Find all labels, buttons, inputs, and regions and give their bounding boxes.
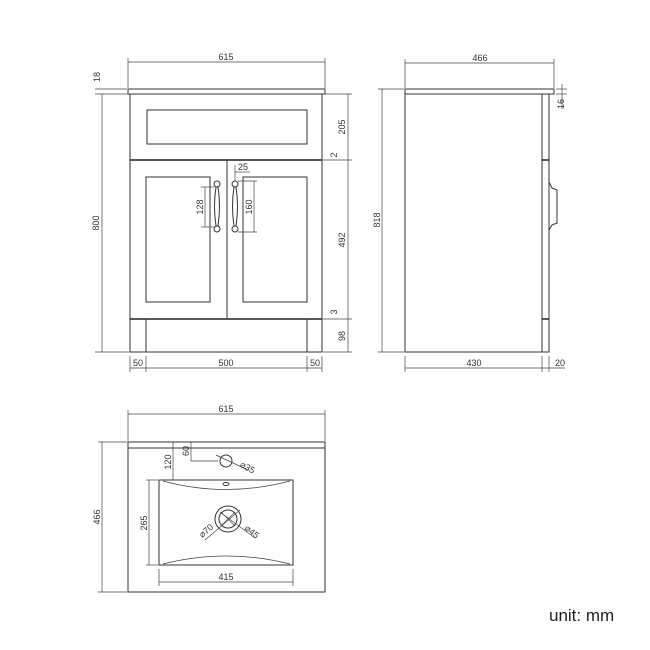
dim-side-body: 430 — [466, 358, 481, 368]
unit-label: unit: mm — [549, 606, 615, 625]
dim-plinth: 98 — [337, 331, 347, 341]
left-handle — [213, 180, 221, 233]
front-view: 615 18 800 205 2 492 3 98 25 128 160 50 … — [91, 52, 352, 372]
dim-tap-diameter: ⌀35 — [238, 459, 256, 475]
tap-hole — [219, 454, 233, 468]
overflow-hole — [222, 482, 230, 486]
drawing-line — [220, 511, 236, 527]
dim-side-depth: 466 — [472, 53, 487, 63]
dim-handle-left: 128 — [195, 199, 205, 214]
right-door-panel — [242, 176, 308, 303]
right-handle — [231, 180, 239, 233]
basin-top-outline — [127, 441, 326, 593]
dim-door: 492 — [337, 232, 347, 247]
dim-inset-right: 50 — [310, 358, 320, 368]
dim-tap-offset: 60 — [181, 446, 191, 456]
basin-bowl — [158, 479, 294, 566]
drawing-line — [219, 511, 256, 539]
drawing-line — [213, 180, 221, 188]
drawing-line — [214, 186, 220, 227]
dim-handle-right: 160 — [244, 199, 254, 214]
dim-front-width: 615 — [218, 52, 233, 62]
drawing-line — [215, 454, 249, 471]
front-cabinet-body — [129, 93, 323, 353]
drawer-panel — [146, 109, 308, 145]
dim-front-height: 800 — [91, 215, 101, 230]
dim-drawer: 205 — [337, 119, 347, 134]
dim-side-height: 818 — [372, 212, 382, 227]
dim-basin-width: 415 — [218, 572, 233, 582]
side-countertop — [404, 88, 555, 95]
dim-gap-upper: 2 — [329, 152, 339, 157]
dim-waste-outer: ⌀70 — [197, 522, 215, 540]
front-countertop — [127, 88, 326, 95]
side-cabinet-body — [404, 93, 543, 353]
drawing-line — [378, 59, 567, 372]
dim-basin-offset: 120 — [163, 454, 173, 469]
drawing-line — [231, 180, 239, 188]
drawing-line — [231, 225, 239, 233]
dim-inset-left: 50 — [133, 358, 143, 368]
dim-plinth-width: 500 — [218, 358, 233, 368]
side-view: 466 818 16 430 20 — [372, 53, 567, 372]
dim-basin-depth: 265 — [139, 515, 149, 530]
side-door-edge — [541, 93, 550, 353]
drawing-line — [95, 58, 352, 372]
waste-outer — [214, 505, 242, 533]
plan-view: 615 466 120 60 ⌀35 265 415 ⌀70 ⌀45 — [92, 404, 326, 593]
dim-handle-offset: 25 — [238, 162, 248, 172]
dim-front-top: 18 — [92, 72, 102, 82]
dim-waste-inner: ⌀45 — [243, 523, 261, 541]
left-door-panel — [145, 176, 211, 303]
drawing-line — [204, 509, 241, 541]
side-handle — [548, 181, 558, 231]
dim-plan-width: 615 — [218, 404, 233, 414]
drawing-line — [232, 186, 238, 227]
drawing-line — [162, 480, 291, 565]
dim-gap-lower: 3 — [329, 309, 339, 314]
drawing-line — [98, 410, 326, 593]
dim-plan-depth: 466 — [92, 509, 102, 524]
dim-side-door: 20 — [555, 358, 565, 368]
waste-inner — [218, 509, 238, 529]
dim-side-top: 16 — [556, 99, 566, 109]
drawing-line — [213, 225, 221, 233]
